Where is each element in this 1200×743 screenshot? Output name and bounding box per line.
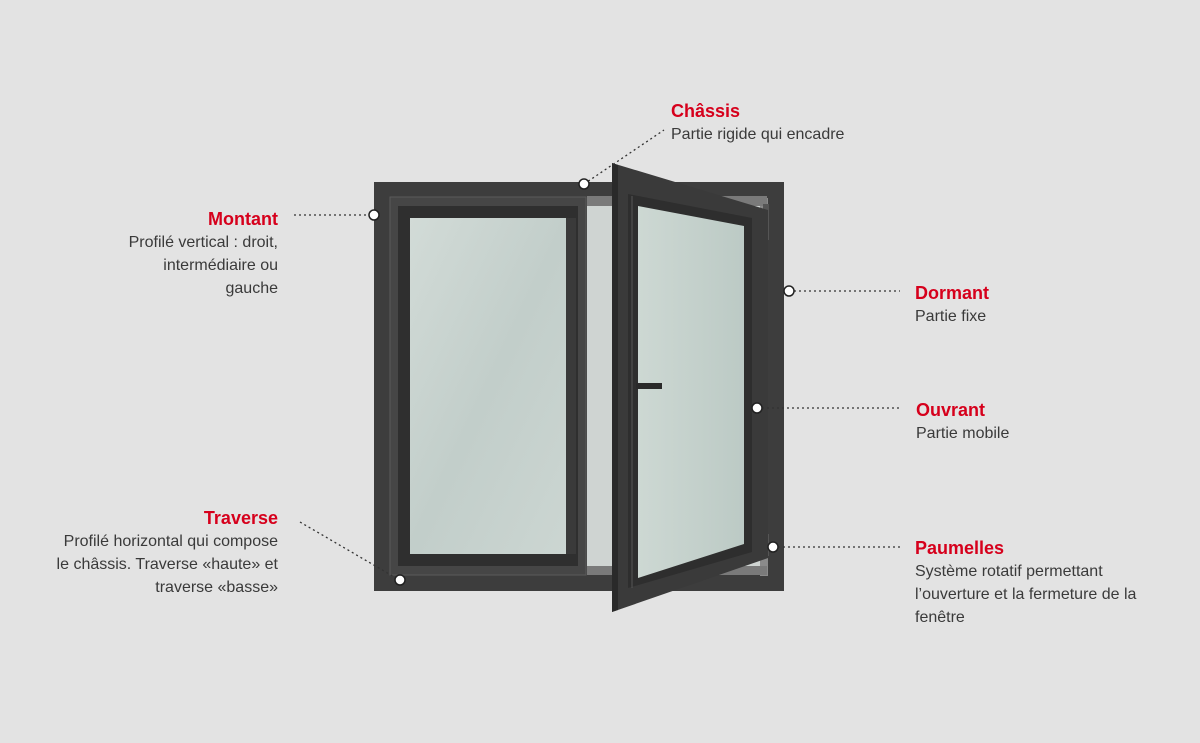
opening-glass [638,206,744,578]
left-sash [389,196,587,576]
chassis-desc: Partie rigide qui encadre [671,126,845,143]
ouvrant-title: Ouvrant [916,400,986,420]
marker-paumelles [767,541,779,553]
leader-lines [294,129,900,579]
handle [636,383,662,389]
paumelles-desc: Système rotatif permettant l’ouverture e… [915,563,1137,626]
paumelles-title: Paumelles [915,538,1005,558]
traverse-desc: Profilé horizontal qui compose le châssi… [56,533,278,596]
ouvrant-desc: Partie mobile [916,425,1010,442]
label-montant: Montant Profilé vertical : droit, interm… [60,207,278,300]
marker-ouvrant [751,402,763,414]
dormant-title: Dormant [915,283,990,303]
leader-chassis [583,129,665,185]
marker-montant [368,209,380,221]
label-dormant: Dormant Partie fixe [915,281,989,328]
opening-sash [612,163,768,612]
markers [368,178,795,586]
traverse-title: Traverse [203,508,278,528]
left-glass [410,218,570,554]
montant-desc: Profilé vertical : droit, intermédiaire … [128,234,278,297]
label-traverse: Traverse Profilé horizontal qui compose … [20,506,278,599]
dormant-desc: Partie fixe [915,308,987,325]
chassis-title: Châssis [671,101,741,121]
montant-title: Montant [208,209,278,229]
marker-chassis [578,178,590,190]
leader-traverse [299,521,397,579]
label-paumelles: Paumelles Système rotatif permettant l’o… [915,536,1136,629]
marker-traverse [394,574,406,586]
label-ouvrant: Ouvrant Partie mobile [916,398,1009,445]
marker-dormant [783,285,795,297]
label-chassis: Châssis Partie rigide qui encadre [671,99,844,146]
